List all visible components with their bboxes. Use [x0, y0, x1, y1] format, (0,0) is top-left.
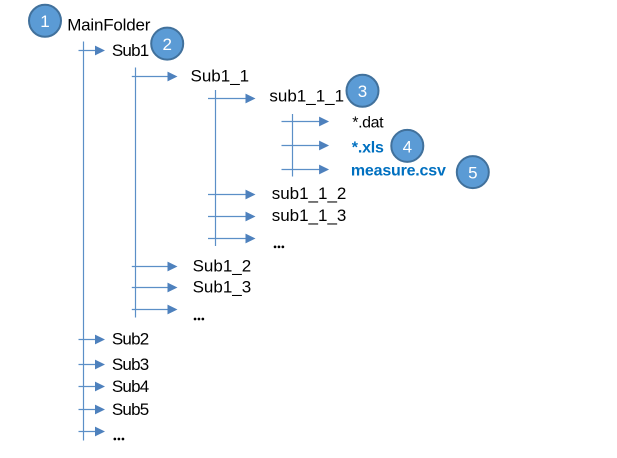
svg-text:measure.csv: measure.csv	[351, 163, 446, 180]
svg-text:Sub1_3: Sub1_3	[193, 278, 252, 297]
svg-text:Sub5: Sub5	[112, 400, 149, 419]
svg-text:1: 1	[40, 12, 49, 31]
svg-text:4: 4	[403, 137, 412, 156]
svg-text:*.xls: *.xls	[352, 139, 384, 156]
svg-text:Sub2: Sub2	[112, 330, 149, 349]
svg-text:Sub1_1: Sub1_1	[191, 67, 250, 86]
svg-text:MainFolder: MainFolder	[67, 16, 151, 35]
svg-text:3: 3	[358, 82, 367, 101]
svg-text:2: 2	[162, 35, 171, 54]
svg-text:sub1_1_3: sub1_1_3	[272, 206, 347, 225]
svg-text:5: 5	[468, 164, 477, 183]
svg-text:Sub4: Sub4	[112, 377, 149, 396]
svg-text:Sub1_2: Sub1_2	[193, 256, 252, 275]
svg-text:Sub1: Sub1	[112, 41, 149, 60]
svg-text:Sub3: Sub3	[112, 355, 149, 374]
svg-text:sub1_1_2: sub1_1_2	[272, 184, 347, 203]
svg-text:sub1_1_1: sub1_1_1	[269, 87, 344, 106]
svg-text:*.dat: *.dat	[352, 114, 384, 131]
